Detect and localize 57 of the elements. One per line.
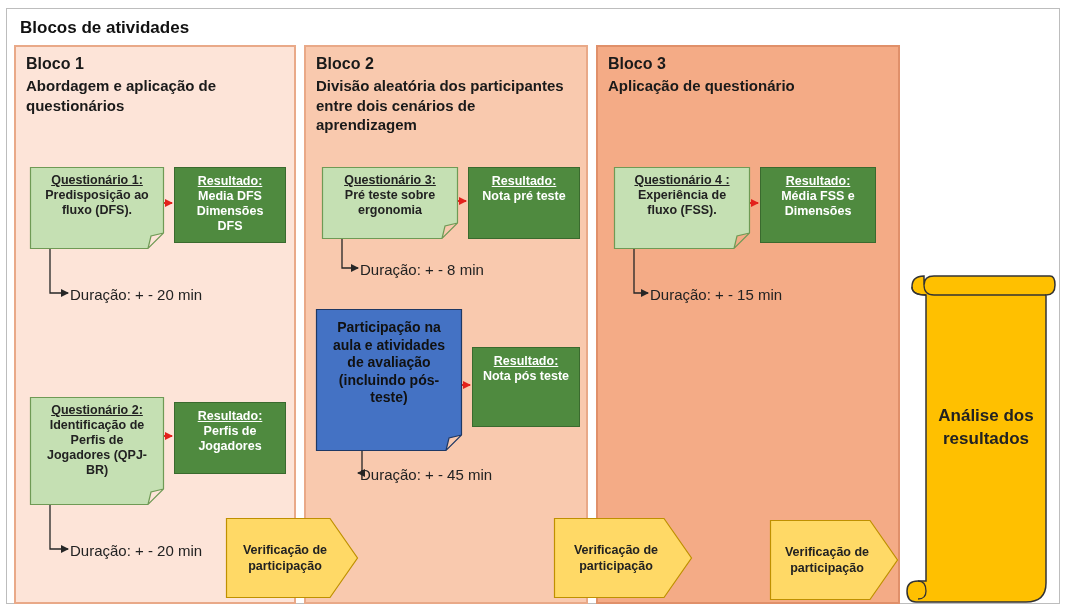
result-text: Média FSS e Dimensões xyxy=(780,189,856,219)
result-heading: Resultado: xyxy=(785,174,851,188)
arrow xyxy=(459,381,471,389)
duration-text: Duração: + - 8 min xyxy=(360,260,484,278)
questionnaire-description: Predisposição ao fluxo (DFS). xyxy=(44,188,150,218)
block-description: Aplicação de questionário xyxy=(608,76,795,96)
result-heading: Resultado: xyxy=(493,354,559,368)
result-heading: Resultado: xyxy=(197,409,263,423)
block-heading: Bloco 2 xyxy=(316,55,374,73)
verification-label: Verificação de participação xyxy=(783,543,871,577)
questionnaire-note-box xyxy=(614,167,750,249)
result-box xyxy=(468,167,580,239)
questionnaire-description: Identificação de Perfis de Jogadores (QPJ-BR) xyxy=(46,418,148,478)
block-description: Divisão aleatória dos participantes entre dois cenários de aprendizagem xyxy=(316,76,565,135)
diagram-title: Blocos de atividades xyxy=(20,18,190,38)
arrow xyxy=(161,199,173,207)
duration-text: Duração: + - 45 min xyxy=(360,465,493,483)
arrow xyxy=(341,236,359,272)
arrow xyxy=(747,199,759,207)
arrow xyxy=(49,502,69,553)
block-heading: Bloco 1 xyxy=(26,55,84,73)
questionnaire-note-box xyxy=(322,167,458,239)
block-description: Abordagem e aplicação de questionários xyxy=(26,76,218,115)
questionnaire-title: Questionário 1: xyxy=(51,173,143,187)
verification-label: Verificação de participação xyxy=(241,541,329,575)
activity-text: Participação na aula e atividades de avaliação (incluindo pós-teste) xyxy=(331,319,447,407)
pentagon-arrow-box xyxy=(770,520,898,600)
duration-text: Duração: + - 20 min xyxy=(70,541,203,559)
analysis-label: Análise dos resultados xyxy=(937,405,1035,450)
result-heading: Resultado: xyxy=(197,174,263,188)
duration-text: Duração: + - 15 min xyxy=(650,285,783,303)
arrow xyxy=(633,246,649,297)
result-text: Perfis de Jogadores xyxy=(197,424,263,454)
result-heading: Resultado: xyxy=(491,174,557,188)
questionnaire-title: Questionário 4 : xyxy=(634,173,730,187)
questionnaire-note-box xyxy=(30,397,164,505)
activity-note-box xyxy=(316,309,462,451)
verification-label: Verificação de participação xyxy=(572,541,660,575)
block-heading: Bloco 3 xyxy=(608,55,666,73)
arrow xyxy=(357,448,365,477)
questionnaire-description: Experiência de fluxo (FSS). xyxy=(636,188,728,218)
result-box xyxy=(174,402,286,474)
questionnaire-title: Questionário 3: xyxy=(344,173,436,187)
arrow xyxy=(49,246,69,297)
result-box xyxy=(472,347,580,427)
duration-text: Duração: + - 20 min xyxy=(70,285,203,303)
result-text: Media DFS Dimensões DFS xyxy=(195,189,265,234)
questionnaire-title: Questionário 2: xyxy=(51,403,143,417)
result-box xyxy=(174,167,286,243)
arrow xyxy=(161,432,173,440)
result-text: Nota pós teste xyxy=(482,369,570,384)
questionnaire-description: Pré teste sobre ergonomia xyxy=(343,188,437,218)
questionnaire-note-box xyxy=(30,167,164,249)
scroll-shape xyxy=(906,275,1056,603)
arrow xyxy=(455,197,467,205)
result-box xyxy=(760,167,876,243)
result-text: Nota pré teste xyxy=(482,189,566,204)
